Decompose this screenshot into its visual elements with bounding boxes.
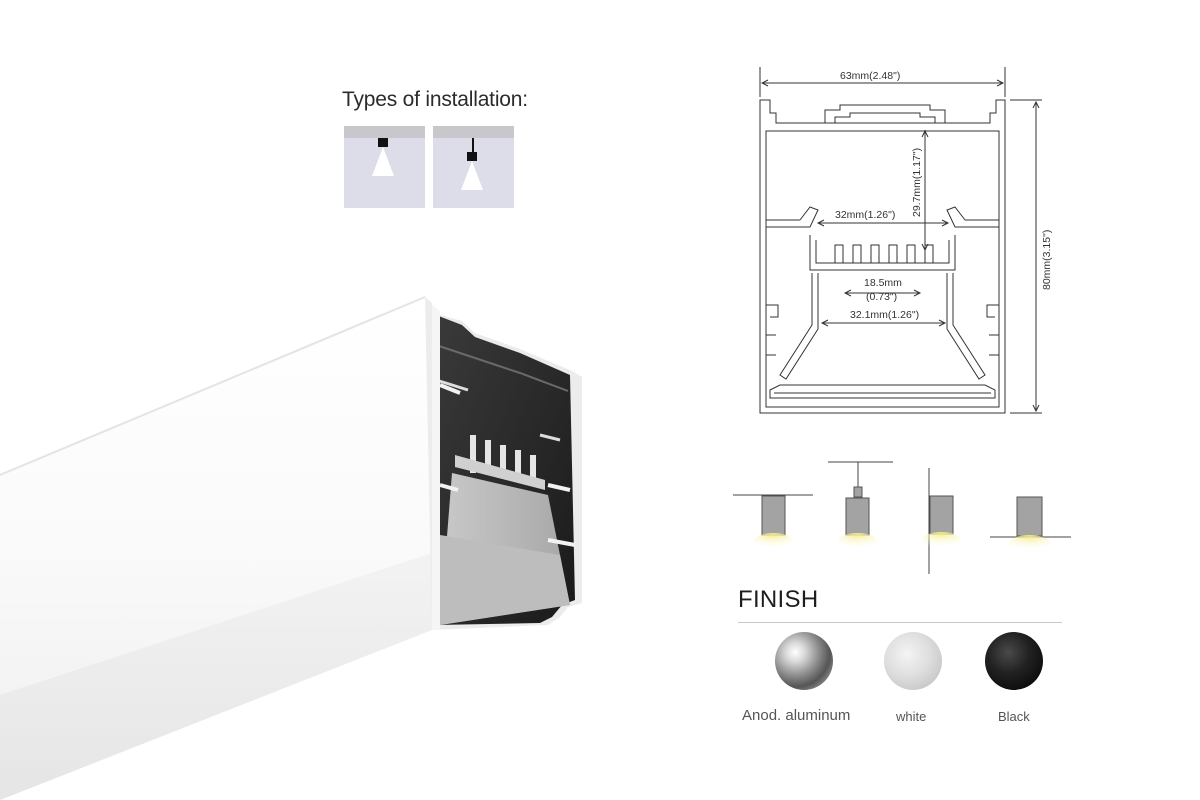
dim-height-label: 80mm(3.15") <box>1041 230 1053 290</box>
light-beam-icon <box>372 147 394 176</box>
install-suspended-card <box>433 126 514 208</box>
technical-drawing: 63mm(2.48") 80mm(3.15") 29.7mm(1.17") 32… <box>759 67 1053 414</box>
fixture-icon <box>467 152 477 161</box>
wall-mount-icon <box>921 468 962 574</box>
dim-inner-width-label: 32mm(1.26") <box>835 209 895 221</box>
finish-swatch-black <box>985 632 1043 690</box>
finish-divider <box>738 622 1062 623</box>
light-beam-icon <box>461 161 483 190</box>
finish-swatch-white <box>884 632 942 690</box>
dim-bottom-width-label: 32.1mm(1.26") <box>850 309 919 321</box>
dim-slot-inch-label: (0.73") <box>866 291 897 303</box>
surface-mount-icon <box>733 494 813 551</box>
mounting-icons <box>733 461 1071 574</box>
finish-label-white: white <box>896 709 927 724</box>
dim-inner-height-label: 29.7mm(1.17") <box>911 148 923 217</box>
profile-3d-image <box>0 296 582 800</box>
finish-swatch-anodized <box>775 632 833 690</box>
finish-title: FINISH <box>738 586 819 613</box>
suspension-wire-icon <box>472 138 474 154</box>
finish-label-anodized: Anod. aluminum <box>742 707 851 724</box>
recessed-mount-icon <box>990 496 1071 553</box>
fixture-icon <box>378 138 388 147</box>
suspended-mount-icon <box>828 461 893 551</box>
install-surface-card <box>344 126 425 208</box>
installation-title: Types of installation: <box>342 88 528 111</box>
dim-slot-label: 18.5mm <box>864 277 902 289</box>
finish-label-black: Black <box>998 709 1030 724</box>
dim-width-label: 63mm(2.48") <box>840 70 900 82</box>
